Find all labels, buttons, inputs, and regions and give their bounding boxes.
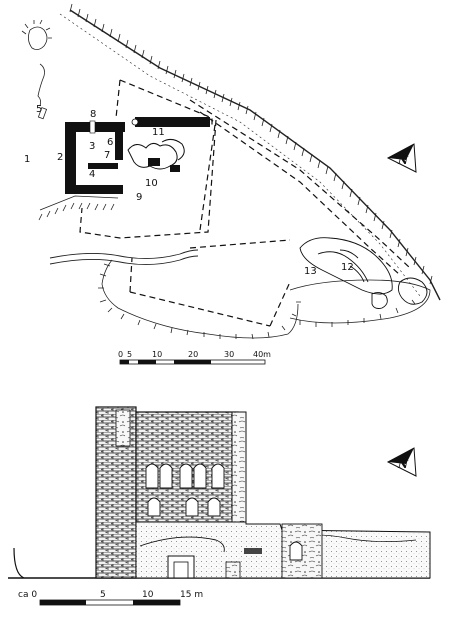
plan-scale-tick-10: 10: [152, 350, 162, 359]
label-2: 2: [57, 152, 63, 163]
label-13: 13: [304, 266, 317, 277]
ruins-12-13: [299, 237, 428, 309]
lower-slope-hatching: [38, 195, 431, 340]
label-6: 6: [107, 137, 113, 148]
round-structures: [127, 138, 185, 170]
plan-scale-tick-0: 0: [118, 350, 123, 359]
elev-scale-tick-10: 10: [142, 590, 154, 600]
tower-marker: [131, 118, 139, 126]
elevation-scale-bar: ca 0 5 10 15 m: [18, 590, 203, 606]
label-12: 12: [341, 262, 354, 273]
label-1: 1: [24, 154, 30, 165]
elev-scale-tick-15m: 15 m: [180, 590, 203, 600]
label-8: 8: [90, 109, 96, 120]
ruin-window: [289, 541, 303, 561]
label-9: 9: [136, 192, 142, 203]
gate-8: [89, 120, 96, 134]
elevation-drawing: N ca 0 5 10 15 m: [8, 406, 431, 606]
label-10: 10: [145, 178, 158, 189]
label-5: 5: [36, 104, 42, 115]
plan-scale-tick-20: 20: [188, 350, 198, 359]
north-arrow-icon: N: [386, 143, 417, 173]
lower-windows: [147, 497, 221, 517]
escarpment-hatching: [59, 3, 441, 301]
north-label: N: [397, 154, 409, 167]
path-lines: [49, 249, 199, 265]
plan-scale-tick-40m: 40m: [253, 350, 271, 359]
keep-side: [231, 411, 247, 523]
plan-scale-tick-5: 5: [127, 350, 132, 359]
upper-arcade: [145, 463, 225, 489]
plan-scale-tick-30: 30: [224, 350, 234, 359]
label-3: 3: [89, 141, 95, 152]
masonry-patch: [244, 548, 262, 554]
plan-labels: 1 2 3 4 5 6 7 8 9 10 11 12 13: [24, 104, 354, 277]
rock-contour-1: [139, 536, 225, 553]
ground-curve: [13, 547, 25, 579]
elev-scale-tick-0: ca 0: [18, 590, 37, 600]
label-4: 4: [89, 169, 95, 180]
gateway: [167, 555, 195, 579]
small-opening: [225, 561, 241, 579]
label-7: 7: [104, 150, 110, 161]
north-arrow-icon-elevation: N: [386, 447, 417, 477]
gateway-inner: [173, 561, 189, 579]
tower-window: [115, 409, 131, 447]
north-label-elevation: N: [397, 458, 409, 471]
rock-outcrop: [21, 19, 52, 120]
elev-scale-tick-5: 5: [100, 590, 106, 600]
plan-scale-bar: 0 5 10 20 30 40m: [118, 350, 271, 365]
site-plan: 1 2 3 4 5 6 7 8 9 10 11 12 13 N 0 5: [21, 3, 441, 365]
label-11: 11: [152, 127, 165, 138]
dashed-enclosure: [79, 79, 411, 327]
castle-walls: [65, 117, 210, 194]
